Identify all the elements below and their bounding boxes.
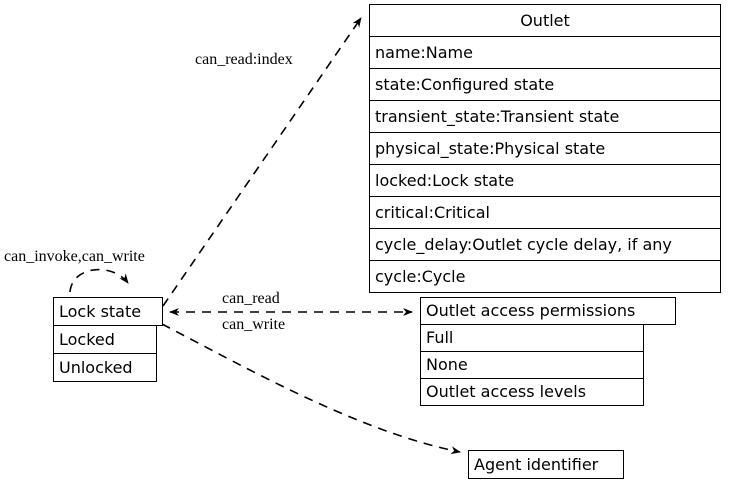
entity-outlet-title: Outlet <box>369 4 721 37</box>
entity-outlet-access-permissions-title: Outlet access permissions <box>420 297 676 325</box>
entity-agent-identifier: Agent identifier <box>468 450 624 479</box>
edge-lock-state-to-agent <box>161 323 461 455</box>
entity-lock-state-attribute: Locked <box>53 325 157 354</box>
entity-outlet-attribute: state:Configured state <box>369 68 721 101</box>
entity-outlet-attribute: locked:Lock state <box>369 164 721 197</box>
entity-outlet-access-permissions-attribute: Outlet access levels <box>420 378 644 406</box>
entity-outlet-attribute: name:Name <box>369 36 721 69</box>
edge-lock-state-to-outlet <box>162 17 362 307</box>
entity-outlet-attribute: physical_state:Physical state <box>369 132 721 165</box>
entity-lock-state: Lock state Locked Unlocked <box>53 297 163 382</box>
entity-outlet-access-permissions-attribute: None <box>420 351 644 379</box>
entity-outlet-attribute: transient_state:Transient state <box>369 100 721 133</box>
edge-label-can-read: can_read <box>222 290 280 307</box>
edge-label-can-write: can_write <box>222 316 286 333</box>
edge-label-can-read-index: can_read:index <box>195 51 293 68</box>
entity-lock-state-attribute: Unlocked <box>53 353 157 382</box>
entity-outlet-attribute: cycle_delay:Outlet cycle delay, if any <box>369 228 721 261</box>
entity-outlet: Outlet name:Name state:Configured state … <box>369 4 721 293</box>
entity-outlet-attribute: critical:Critical <box>369 196 721 229</box>
entity-outlet-access-permissions: Outlet access permissions Full None Outl… <box>420 297 676 406</box>
edge-lock-state-self-loop <box>69 268 129 293</box>
entity-outlet-attribute: cycle:Cycle <box>369 260 721 293</box>
entity-outlet-access-permissions-attribute: Full <box>420 324 644 352</box>
edge-label-can-invoke-can-write: can_invoke,can_write <box>4 248 145 265</box>
entity-lock-state-title: Lock state <box>53 297 163 326</box>
entity-agent-identifier-title: Agent identifier <box>468 450 624 479</box>
